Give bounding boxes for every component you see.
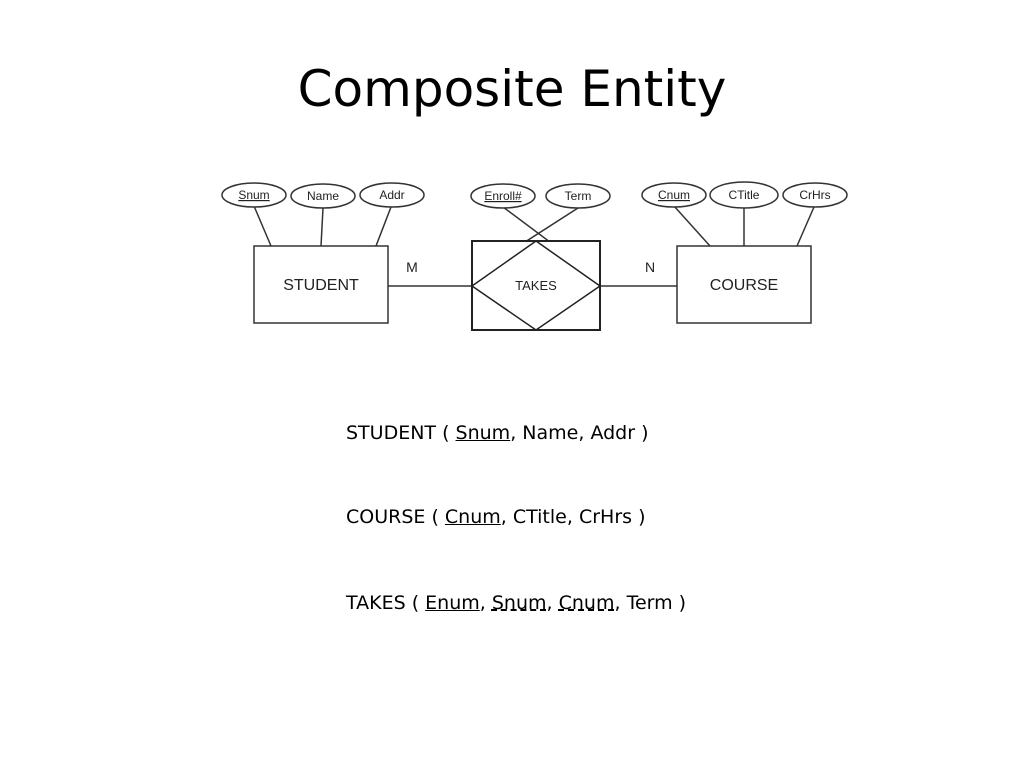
takes-relationship-diamond xyxy=(470,240,602,331)
attr-cnum: Cnum xyxy=(658,188,690,202)
line-snum-student xyxy=(253,205,272,247)
schema-field-fk: Cnum xyxy=(558,592,615,614)
schema-field: Name xyxy=(522,422,579,444)
attr-oval-enroll xyxy=(470,183,536,209)
schema-field-pk: Snum xyxy=(455,422,511,444)
cardinality-n: N xyxy=(645,259,655,275)
schema-field: Term xyxy=(626,592,673,614)
schema-field-fk: Snum xyxy=(491,592,547,614)
schema-field: Addr xyxy=(590,422,636,444)
schema-field-pk: Enum xyxy=(425,592,480,614)
line-crhrs-course xyxy=(796,206,815,247)
student-entity-box xyxy=(253,245,389,324)
attr-oval-term xyxy=(545,183,611,209)
attr-snum: Snum xyxy=(238,188,269,202)
course-attributes: Cnum CTitle CrHrs xyxy=(641,181,848,209)
schema-field: CTitle xyxy=(512,506,567,528)
attr-oval-crhrs xyxy=(782,182,848,208)
course-entity-box xyxy=(676,245,812,324)
schema-name: TAKES xyxy=(346,592,406,614)
attr-oval-snum xyxy=(221,182,287,208)
attr-oval-cnum xyxy=(641,182,707,208)
line-cnum-course xyxy=(673,205,711,247)
course-entity-label: COURSE xyxy=(710,277,778,294)
student-entity-label: STUDENT xyxy=(283,277,359,294)
attr-oval-ctitle xyxy=(709,181,779,209)
attr-addr: Addr xyxy=(379,188,404,202)
schema-field: CrHrs xyxy=(578,506,633,528)
slide-title: Composite Entity xyxy=(297,60,727,118)
attr-enroll: Enroll# xyxy=(484,189,522,203)
attr-term: Term xyxy=(565,189,592,203)
line-name-student xyxy=(320,207,324,247)
cardinality-m: M xyxy=(406,259,418,275)
student-attributes: Snum Name Addr xyxy=(221,182,425,209)
schema-name: COURSE xyxy=(346,506,426,528)
takes-entity-label: TAKES xyxy=(515,278,557,293)
takes-attributes: Enroll# Term xyxy=(470,183,611,209)
attr-oval-addr xyxy=(359,182,425,208)
line-addr-student xyxy=(375,206,392,247)
attr-crhrs: CrHrs xyxy=(799,188,830,202)
attr-name: Name xyxy=(307,189,339,203)
attr-ctitle: CTitle xyxy=(729,188,760,202)
schema-field-pk: Cnum xyxy=(444,506,501,528)
attr-oval-name xyxy=(290,183,356,209)
schema-course: COURSE ( Cnum, CTitle, CrHrs ) xyxy=(346,506,646,528)
schema-takes: TAKES ( Enum, Snum, Cnum, Term ) xyxy=(346,592,687,614)
schema-name: STUDENT xyxy=(346,422,437,444)
schema-student: STUDENT ( Snum, Name, Addr ) xyxy=(346,422,649,444)
